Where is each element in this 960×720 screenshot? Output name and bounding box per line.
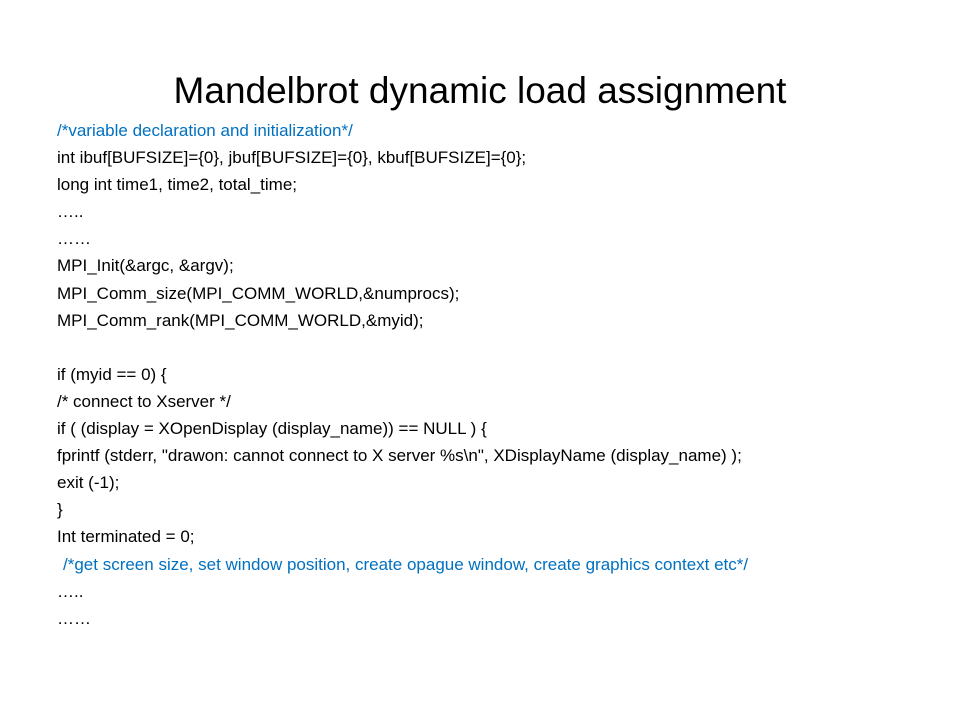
code-line: int ibuf[BUFSIZE]={0}, jbuf[BUFSIZE]={0}… [57, 148, 527, 168]
code-line: Int terminated = 0; [57, 527, 195, 547]
code-line: if ( (display = XOpenDisplay (display_na… [57, 419, 487, 439]
code-line: MPI_Comm_size(MPI_COMM_WORLD,&numprocs); [57, 283, 460, 303]
code-line: ….. [57, 581, 84, 601]
code-line: MPI_Comm_rank(MPI_COMM_WORLD,&myid); [57, 310, 424, 330]
code-line: MPI_Init(&argc, &argv); [57, 256, 234, 276]
code-line: exit (-1); [57, 473, 120, 493]
code-listing: /*variable declaration and initializatio… [57, 117, 947, 632]
code-line [57, 334, 947, 361]
code-line: …… [57, 229, 91, 249]
code-line: …… [57, 608, 91, 628]
slide-title: Mandelbrot dynamic load assignment [173, 70, 787, 111]
code-line: /*variable declaration and initializatio… [57, 121, 353, 140]
code-line: if (myid == 0) { [57, 364, 167, 384]
code-line: /*get screen size, set window position, … [63, 554, 749, 574]
code-line: } [57, 500, 63, 520]
code-line: fprintf (stderr, "drawon: cannot connect… [57, 446, 742, 466]
code-line: long int time1, time2, total_time; [57, 175, 298, 195]
code-line: /* connect to Xserver */ [57, 391, 231, 411]
code-line: ….. [57, 202, 84, 222]
